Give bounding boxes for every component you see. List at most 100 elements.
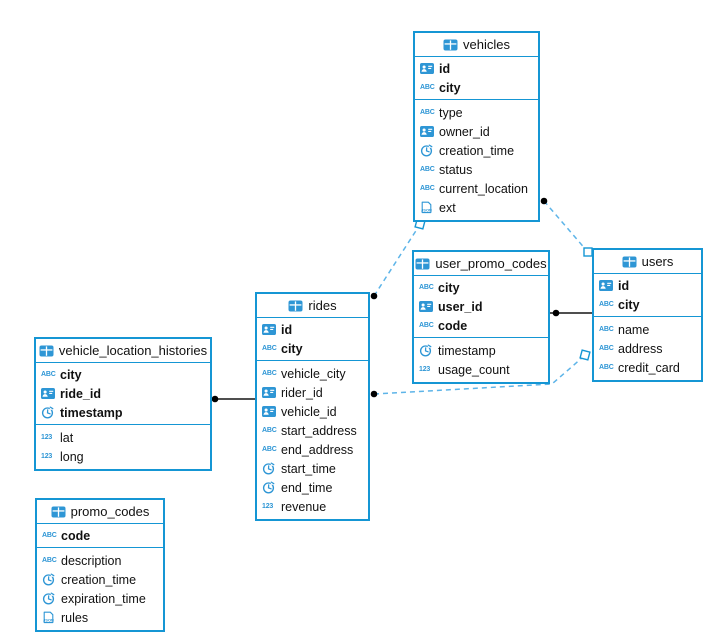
timestamp-type-icon [262, 462, 280, 475]
relation-line-vehicle_location_histories-rides[interactable] [211, 395, 255, 403]
column-name: usage_count [438, 362, 510, 377]
column-row-creation_time[interactable]: creation_time [37, 570, 163, 589]
table-icon [288, 300, 303, 312]
column-row-timestamp[interactable]: timestamp [36, 403, 210, 422]
column-row-owner_id[interactable]: owner_id [415, 122, 538, 141]
relation-line-vehicles-users[interactable] [540, 197, 593, 257]
column-name: city [60, 367, 82, 382]
column-name: city [439, 80, 461, 95]
column-name: revenue [281, 499, 327, 514]
relation-diamond-endpoint [583, 247, 593, 257]
number-type-icon-wrap: 123 [419, 366, 437, 373]
number-type-icon: 123 [262, 503, 274, 510]
text-type-icon: ABC [599, 364, 614, 371]
text-type-icon: ABC [42, 532, 57, 539]
column-row-timestamp[interactable]: timestamp [414, 341, 548, 360]
relation-line-rides-users[interactable] [370, 349, 591, 398]
id-type-icon [262, 387, 280, 398]
text-type-icon-wrap: ABC [419, 284, 437, 291]
column-row-user_id[interactable]: user_id [414, 297, 548, 316]
table-title: vehicle_location_histories [58, 343, 208, 358]
column-row-start_time[interactable]: start_time [257, 459, 368, 478]
column-row-code[interactable]: ABC code [37, 526, 163, 545]
column-row-ride_id[interactable]: ride_id [36, 384, 210, 403]
text-type-icon: ABC [262, 370, 277, 377]
column-name: rider_id [281, 385, 323, 400]
column-row-id[interactable]: id [257, 320, 368, 339]
id-type-icon [420, 63, 438, 74]
timestamp-type-icon [420, 144, 438, 157]
id-type-icon [41, 388, 59, 399]
timestamp-type-icon [42, 573, 60, 586]
column-row-expiration_time[interactable]: expiration_time [37, 589, 163, 608]
table-header-user_promo_codes[interactable]: user_promo_codes [414, 252, 548, 276]
table-header-vehicle_location_histories[interactable]: vehicle_location_histories [36, 339, 210, 363]
table-icon [51, 506, 66, 518]
table-title: promo_codes [70, 504, 150, 519]
column-row-rider_id[interactable]: rider_id [257, 383, 368, 402]
text-type-icon: ABC [262, 446, 277, 453]
relation-dot-endpoint [370, 292, 378, 300]
text-type-icon-wrap: ABC [599, 345, 617, 352]
table-icon [622, 256, 637, 268]
relation-dot-endpoint [540, 197, 548, 205]
column-row-revenue[interactable]: 123 revenue [257, 497, 368, 516]
table-icon [39, 345, 54, 357]
column-row-vehicle_id[interactable]: vehicle_id [257, 402, 368, 421]
column-name: id [439, 61, 451, 76]
column-name: id [618, 278, 630, 293]
column-name: start_address [281, 423, 357, 438]
number-type-icon-wrap: 123 [41, 434, 59, 441]
column-name: city [438, 280, 460, 295]
text-type-icon-wrap: ABC [262, 345, 280, 352]
text-type-icon-wrap: ABC [420, 185, 438, 192]
text-type-icon-wrap: ABC [262, 446, 280, 453]
table-header-promo_codes[interactable]: promo_codes [37, 500, 163, 524]
table-header-rides[interactable]: rides [257, 294, 368, 318]
column-name: user_id [438, 299, 483, 314]
column-row-id[interactable]: id [415, 59, 538, 78]
table-header-vehicles[interactable]: vehicles [415, 33, 538, 57]
table-header-users[interactable]: users [594, 250, 701, 274]
column-row-id[interactable]: id [594, 276, 701, 295]
column-row-creation_time[interactable]: creation_time [415, 141, 538, 160]
text-type-icon-wrap: ABC [42, 557, 60, 564]
column-name: start_time [281, 461, 336, 476]
json-type-icon: JSON [42, 611, 60, 624]
text-type-icon-wrap: ABC [599, 326, 617, 333]
column-row-end_time[interactable]: end_time [257, 478, 368, 497]
relation-line-user_promo_codes-users[interactable] [550, 309, 592, 317]
column-name: code [61, 528, 91, 543]
text-type-icon: ABC [419, 322, 434, 329]
